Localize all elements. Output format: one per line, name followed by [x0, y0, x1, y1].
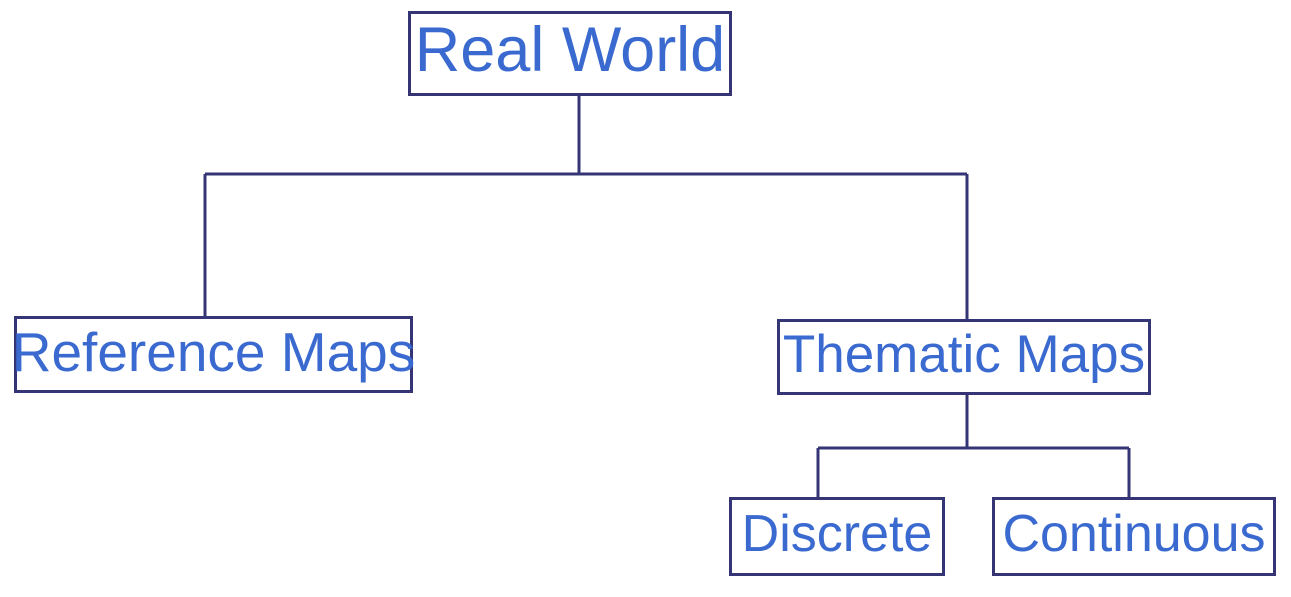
- node-discrete[interactable]: Discrete: [729, 497, 945, 576]
- node-reference-maps[interactable]: Reference Maps: [11, 316, 416, 393]
- node-label-discrete: Discrete: [741, 505, 933, 563]
- node-continuous[interactable]: Continuous: [992, 497, 1276, 576]
- node-label-reference-maps: Reference Maps: [11, 320, 416, 383]
- node-real-world[interactable]: Real World: [408, 11, 732, 96]
- node-label-continuous: Continuous: [1002, 505, 1266, 563]
- node-label-real-world: Real World: [414, 15, 726, 85]
- node-thematic-maps[interactable]: Thematic Maps: [777, 319, 1151, 395]
- node-label-thematic-maps: Thematic Maps: [782, 325, 1146, 384]
